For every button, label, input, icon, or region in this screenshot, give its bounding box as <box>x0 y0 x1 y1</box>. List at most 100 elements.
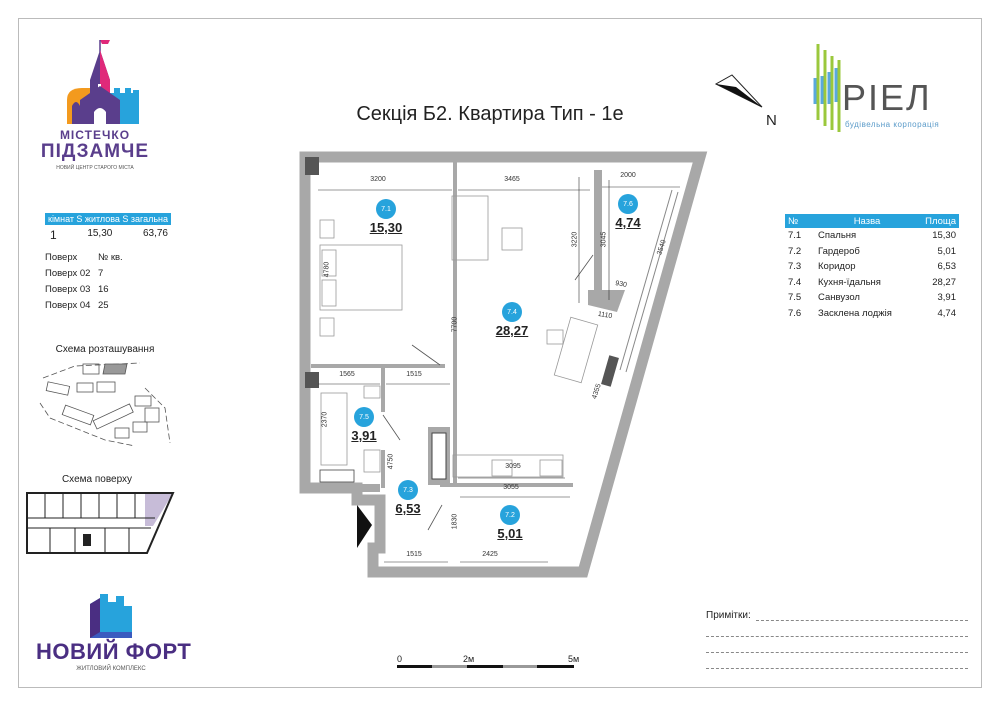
summary-table: кімнат S житлова S загальна 1 15,30 63,7… <box>45 213 171 242</box>
header-living-area: S житлова <box>76 214 120 224</box>
room-number: 7.1 <box>788 230 802 242</box>
location-scheme-label: Схема розташування <box>55 344 155 355</box>
riel-logo-icon <box>813 44 841 132</box>
notes-line[interactable] <box>706 636 968 637</box>
summary-header: кімнат S житлова S загальна <box>45 213 171 225</box>
rooms-table-row: 7.1 Спальня 15,30 <box>785 228 959 244</box>
room-number-badge: 7.6 <box>618 194 638 214</box>
dimension-label: 1830 <box>451 513 459 530</box>
brand-left-tagline: НОВИЙ ЦЕНТР СТАРОГО МІСТА <box>56 165 134 171</box>
room-number-badge: 7.2 <box>500 505 520 525</box>
brand-bottom-tagline: ЖИТЛОВИЙ КОМПЛЕКС <box>76 666 146 672</box>
room-area: 5,01 <box>497 526 523 541</box>
dimension-label: 2425 <box>482 551 498 558</box>
brand-right-name: РІЕЛ <box>842 77 932 118</box>
dimension-label: 1565 <box>339 371 355 378</box>
scale-label-0: 0 <box>397 654 403 664</box>
scale-label-2m: 2м <box>463 654 475 664</box>
dimension-label: 1515 <box>406 371 422 378</box>
dimension-label: 2000 <box>620 172 636 179</box>
dimension-lines <box>318 177 680 563</box>
floor-row: Поверх 03 16 <box>45 282 123 298</box>
door-swings <box>382 254 594 531</box>
room-name: Спальня <box>818 230 857 242</box>
notes-label: Примітки: <box>706 610 751 621</box>
apt-no: 16 <box>98 284 109 295</box>
room-area: 6,53 <box>395 501 421 516</box>
scale-bar <box>397 665 574 668</box>
floor-scheme-label: Схема поверху <box>61 474 133 485</box>
floor: Поверх 03 <box>45 284 91 295</box>
apt-col: № кв. <box>98 252 123 263</box>
floor-scheme-map <box>26 492 175 554</box>
room-number: 7.4 <box>788 276 802 288</box>
room-name: Коридор <box>818 261 856 273</box>
room-area: 5,01 <box>937 245 957 257</box>
dimension-label: 3095 <box>505 463 521 470</box>
dimension-label: 7700 <box>451 316 459 333</box>
brand-bottom-name: НОВИЙ ФОРТ <box>36 639 192 664</box>
floor: Поверх 04 <box>45 300 91 311</box>
rooms-count: 1 <box>50 228 57 242</box>
room-area: 3,91 <box>351 428 377 443</box>
fort-logo-icon <box>90 594 132 638</box>
page-title: Секція Б2. Квартира Тип - 1е <box>356 103 624 125</box>
col-area: Площа <box>925 215 956 227</box>
rooms-table-row: 7.5 Санвузол 3,91 <box>785 290 959 306</box>
room-number-badge: 7.5 <box>354 407 374 427</box>
furniture <box>319 195 599 483</box>
floors-header: Поверх № кв. <box>45 250 123 266</box>
room-number-badge: 7.4 <box>502 302 522 322</box>
room-name: Засклена лоджія <box>818 307 892 319</box>
notes-line[interactable] <box>706 668 968 669</box>
living-area: 15,30 <box>87 228 113 239</box>
room-number: 7.5 <box>788 292 802 304</box>
scale-label-5m: 5м <box>568 654 580 664</box>
room-area: 3,91 <box>937 292 957 304</box>
room-number: 7.3 <box>788 261 802 273</box>
total-area: 63,76 <box>142 228 168 239</box>
header-rooms: кімнат <box>48 214 75 224</box>
dimension-label: 2370 <box>321 411 329 428</box>
room-number: 7.2 <box>788 245 802 257</box>
brand-right-tagline: будівельна корпорація <box>845 120 940 129</box>
apt-no: 25 <box>98 300 109 311</box>
north-label: N <box>766 112 777 129</box>
dimension-label: 1515 <box>406 551 422 558</box>
castle-logo-icon <box>67 40 139 124</box>
dimension-label: 3220 <box>571 231 579 248</box>
brand-left-line2: ПІДЗАМЧЕ <box>40 141 150 162</box>
notes-line[interactable] <box>706 652 968 653</box>
room-area: 4,74 <box>615 215 641 230</box>
dimension-label: 3055 <box>503 484 519 491</box>
rooms-table-header: № Назва Площа <box>785 214 959 228</box>
location-scheme-map <box>39 362 171 447</box>
entrance-arrow-icon <box>357 505 372 548</box>
summary-values: 1 15,30 63,76 <box>45 225 171 242</box>
rooms-table-row: 7.3 Коридор 6,53 <box>785 259 959 275</box>
room-number-badge: 7.3 <box>398 480 418 500</box>
room-name: Кухня-їдальня <box>818 276 881 288</box>
room-area: 15,30 <box>932 230 956 242</box>
room-area: 6,53 <box>937 261 957 273</box>
header-total-area: S загальна <box>122 214 168 224</box>
notes-line[interactable] <box>756 620 968 621</box>
floor-col: Поверх <box>45 252 78 263</box>
brand-left: МІСТЕЧКО ПІДЗАМЧЕ НОВИЙ ЦЕНТР СТАРОГО МІ… <box>40 128 150 171</box>
room-number-badge: 7.1 <box>376 199 396 219</box>
dimension-label: 3465 <box>504 176 520 183</box>
dimension-label: 3045 <box>600 231 608 248</box>
dimension-label: 4780 <box>323 261 331 278</box>
dimension-label: 4750 <box>387 453 395 470</box>
room-area: 15,30 <box>369 220 403 235</box>
dimension-label: 3200 <box>370 176 386 183</box>
room-number: 7.6 <box>788 307 802 319</box>
north-arrow-icon <box>714 74 763 108</box>
room-name: Санвузол <box>818 292 860 304</box>
floor-row: Поверх 04 25 <box>45 298 123 314</box>
